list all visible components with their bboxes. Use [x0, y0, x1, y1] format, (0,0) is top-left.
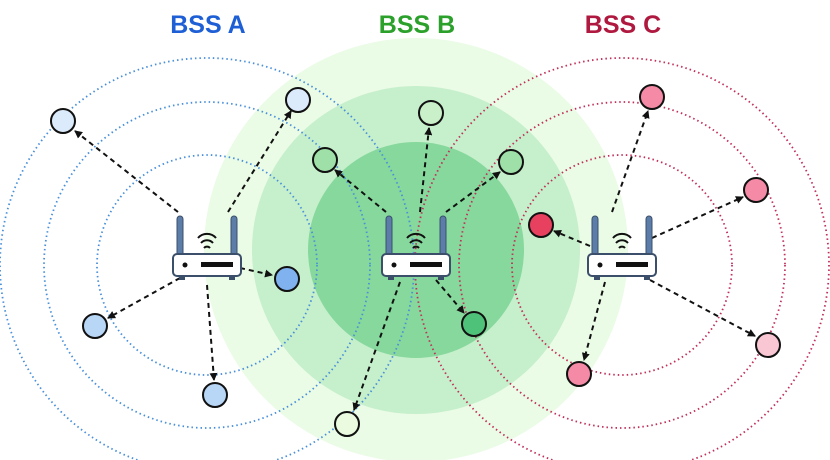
arrow-c-2: [651, 196, 744, 239]
bss-a-ring-middle: [43, 101, 371, 429]
stations: [50, 84, 781, 437]
arrow-c-4: [649, 279, 756, 337]
arrow-a-4: [107, 277, 181, 319]
bss-c-rings: [414, 57, 830, 460]
station-c-2: [743, 177, 769, 203]
bss-c-ring-outer: [414, 57, 830, 460]
arrow-c-3: [553, 230, 591, 247]
station-a-3: [274, 266, 300, 292]
station-b-5: [334, 411, 360, 437]
association-arrows: [74, 110, 756, 411]
station-a-2: [285, 87, 311, 113]
arrow-c-5: [581, 281, 606, 361]
station-a-1: [50, 108, 76, 134]
bss-c-ring-inner: [511, 154, 733, 376]
station-c-5: [566, 361, 592, 387]
station-b-4: [461, 311, 487, 337]
station-b-1: [418, 100, 444, 126]
bss-b-zone-inner: [308, 142, 524, 358]
arrow-b-5: [352, 281, 401, 411]
station-a-5: [202, 382, 228, 408]
station-b-2: [312, 147, 338, 173]
arrow-a-1: [74, 130, 179, 213]
arrow-a-2: [227, 110, 292, 213]
station-c-4: [755, 332, 781, 358]
arrow-b-4: [435, 279, 465, 314]
arrow-a-5: [206, 284, 218, 381]
station-c-1: [639, 84, 665, 110]
bss-c-ring-middle: [458, 101, 786, 429]
station-a-4: [82, 313, 108, 339]
station-b-3: [498, 149, 524, 175]
bss-labels: BSS A BSS B BSS C: [170, 11, 661, 39]
station-c-3: [528, 212, 554, 238]
bss-c-label: BSS C: [585, 11, 661, 39]
arrow-a-3: [239, 267, 273, 278]
arrow-b-2: [334, 169, 387, 213]
bss-b-label: BSS B: [379, 11, 455, 39]
bss-a-ring-inner: [96, 154, 318, 376]
bss-a-label: BSS A: [170, 11, 245, 39]
arrow-b-3: [445, 171, 501, 213]
